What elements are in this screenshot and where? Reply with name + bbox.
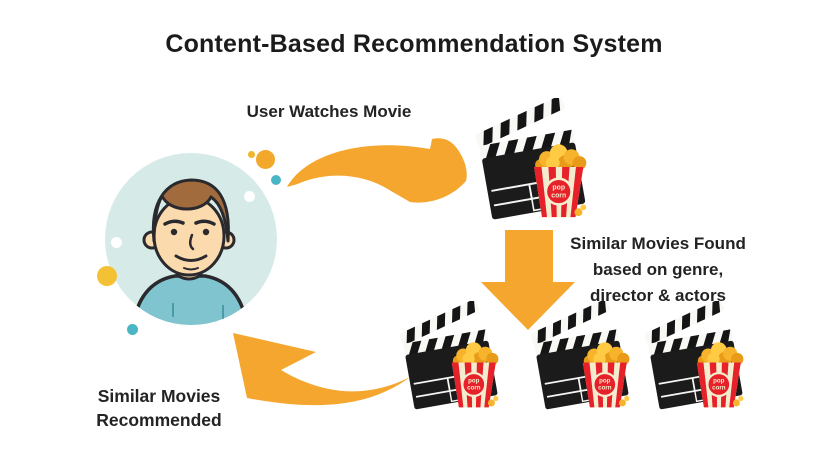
label-line: Similar Movies [97,386,221,406]
avatar-mouth [174,254,208,262]
decor-dot-white [256,294,265,303]
avatar-eyebrow [163,219,185,226]
label-similar-movies-found: Similar Movies Found based on genre, dir… [551,231,765,309]
decor-dot-teal-bottom [127,324,138,335]
avatar-chin-line [183,267,199,271]
label-line: based on genre, [592,260,724,279]
label-user-watches-movie: User Watches Movie [246,102,412,121]
page-title: Content-Based Recommendation System [165,30,663,58]
decor-dot-white [111,237,122,248]
user-avatar-illustration [131,178,249,325]
arrow-user-to-movie [287,138,467,203]
decor-dot-white [244,191,255,202]
user-avatar [105,153,277,325]
decor-dot-yellow [256,150,275,169]
arrow-down-similar-found [481,230,575,330]
avatar-eye [202,228,210,236]
recommended-movie-icon-3 [645,301,761,417]
decor-dot-yellow-left [97,266,117,286]
decor-dot-teal [271,175,281,185]
arrow-movies-to-user [233,333,410,406]
avatar-hair [151,178,230,243]
label-line: Similar Movies Found [570,234,746,253]
avatar-eyebrow [194,219,216,226]
watched-movie-icon [476,98,606,228]
avatar-nose [189,233,195,251]
decor-dot-yellow-small [248,151,255,158]
label-line: Recommended [96,410,222,430]
avatar-shirt [131,274,249,325]
avatar-eye [170,228,178,236]
label-similar-movies-recommended: Similar Movies Recommended [76,384,242,432]
recommended-movie-icon-2 [531,301,647,417]
label-line: director & actors [589,286,727,305]
